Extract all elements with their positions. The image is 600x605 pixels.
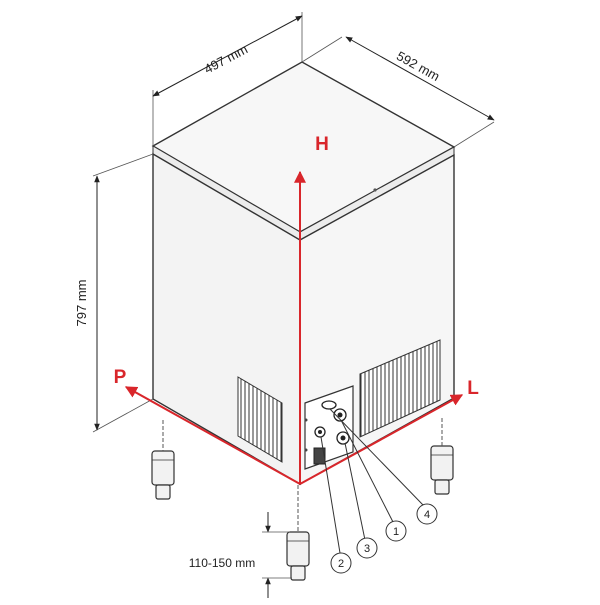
foot-front [286,485,310,581]
width-label: 497 mm [202,41,251,76]
power-plug [313,447,326,465]
foot-left [151,420,175,500]
left-vent-grille [237,376,283,463]
callout-3: 3 [356,537,378,559]
callout-2: 2 [330,552,352,574]
axis-h-label: H [315,134,329,155]
callouts: 2 3 1 4 [330,503,438,574]
callout-4: 4 [416,503,438,525]
foot-right [430,418,454,495]
callout-2-label: 2 [338,558,344,570]
axis-l-label: L [467,378,479,399]
width-dimension-line [152,15,303,97]
depth-dimension-line [345,36,495,121]
cabinet [151,61,456,486]
axis-l-arrow [299,394,464,485]
callout-3-label: 3 [364,543,370,555]
dimension-lines [92,12,495,598]
axis-p-arrow [124,386,301,485]
feet-range-label: 110-150 mm [189,556,255,570]
feet [151,418,454,581]
lid-screw [373,188,377,192]
callout-1-label: 1 [393,526,399,538]
callout-1: 1 [385,520,407,542]
port-4 [321,400,337,410]
callout-leaders [320,408,425,554]
callout-4-label: 4 [424,509,430,521]
right-vent-grille [359,339,441,438]
axes [124,170,464,485]
axis-p-label: P [114,367,127,388]
height-label: 797 mm [74,280,89,327]
depth-label: 592 mm [394,48,442,84]
